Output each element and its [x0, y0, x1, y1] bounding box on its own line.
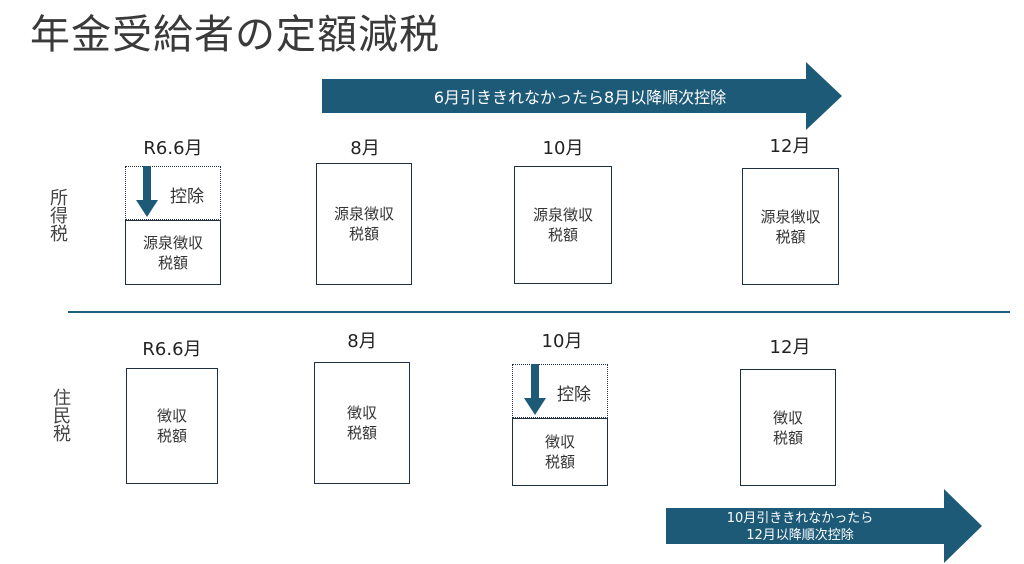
resident-deduction-area	[512, 364, 608, 418]
box-line2: 税額	[547, 226, 578, 244]
income-month-jun: R6.6月	[143, 138, 203, 159]
resident-tax-box-oct: 徴収税額	[512, 418, 608, 486]
bottom-arrow-label-line1: 10月引ききれなかったら	[727, 511, 874, 526]
box-line1: 源泉徴収	[142, 233, 203, 252]
income-month-aug: 8月	[350, 138, 380, 159]
bottom-arrow: 10月引ききれなかったら 12月以降順次控除	[666, 489, 982, 563]
box-line1: 源泉徴収	[333, 205, 394, 223]
bottom-arrow-shape	[666, 489, 982, 563]
top-arrow: 6月引ききれなかったら8月以降順次控除	[322, 62, 842, 130]
resident-deduction-down-arrow-icon	[524, 364, 546, 415]
box-line1: 源泉徴収	[532, 206, 593, 224]
resident-tax-row-label: 住民税	[53, 388, 71, 445]
box-line2: 税額	[544, 453, 575, 471]
row-divider	[68, 311, 1010, 313]
box-line1: 徴収	[772, 408, 803, 427]
resident-tax-box-jun: 徴収税額	[126, 368, 218, 484]
income-deduction-down-arrow-icon	[136, 166, 158, 217]
bottom-arrow-label-line2: 12月以降順次控除	[746, 527, 854, 543]
box-line1: 源泉徴収	[760, 207, 821, 226]
income-month-oct: 10月	[542, 138, 584, 159]
box-line2: 税額	[157, 253, 188, 272]
page-title: 年金受給者の定額減税	[30, 12, 440, 58]
box-line1: 徴収	[346, 404, 377, 422]
top-arrow-shape	[322, 62, 842, 130]
box-line2: 税額	[156, 427, 187, 445]
income-tax-row-label: 所得税	[50, 188, 68, 245]
resident-deduction-label: 控除	[557, 385, 591, 405]
top-arrow-label: 6月引ききれなかったら8月以降順次控除	[434, 88, 726, 107]
income-tax-box-aug: 源泉徴収税額	[316, 163, 412, 285]
box-line2: 税額	[772, 428, 803, 447]
resident-month-oct: 10月	[541, 331, 583, 352]
income-deduction-area	[125, 166, 221, 220]
resident-month-aug: 8月	[347, 331, 377, 352]
resident-tax-box-dec: 徴収税額	[740, 369, 836, 486]
box-line1: 徴収	[544, 433, 575, 451]
box-line2: 税額	[346, 424, 377, 442]
box-line2: 税額	[775, 227, 806, 246]
box-line1: 徴収	[156, 407, 187, 425]
income-deduction-label: 控除	[170, 187, 204, 207]
income-tax-box-dec: 源泉徴収税額	[742, 168, 839, 285]
box-line2: 税額	[348, 225, 379, 243]
income-month-dec: 12月	[769, 136, 811, 157]
income-tax-box-oct: 源泉徴収税額	[514, 166, 612, 284]
resident-month-jun: R6.6月	[142, 339, 202, 360]
income-tax-box-jun: 源泉徴収税額	[125, 220, 221, 285]
resident-tax-box-aug: 徴収税額	[314, 362, 410, 484]
resident-month-dec: 12月	[769, 337, 811, 358]
